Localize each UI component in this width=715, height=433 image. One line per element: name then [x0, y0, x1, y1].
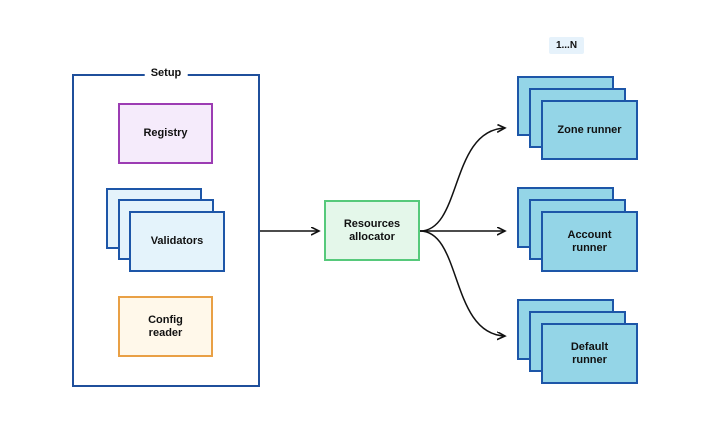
default-runner-node: Default runner	[541, 323, 638, 384]
setup-group-title: Setup	[144, 67, 188, 79]
zone-runner-node: Zone runner	[541, 100, 638, 160]
config-reader-node: Config reader	[118, 296, 213, 357]
account-runner-node: Account runner	[541, 211, 638, 272]
resources-allocator-node: Resources allocator	[324, 200, 420, 261]
registry-node: Registry	[118, 103, 213, 164]
arrow-allocator-to-zone-runner	[419, 128, 505, 232]
arrow-allocator-to-default-runner	[419, 230, 505, 336]
validators-node: Validators	[129, 211, 225, 272]
multiplicity-badge: 1...N	[549, 37, 584, 54]
